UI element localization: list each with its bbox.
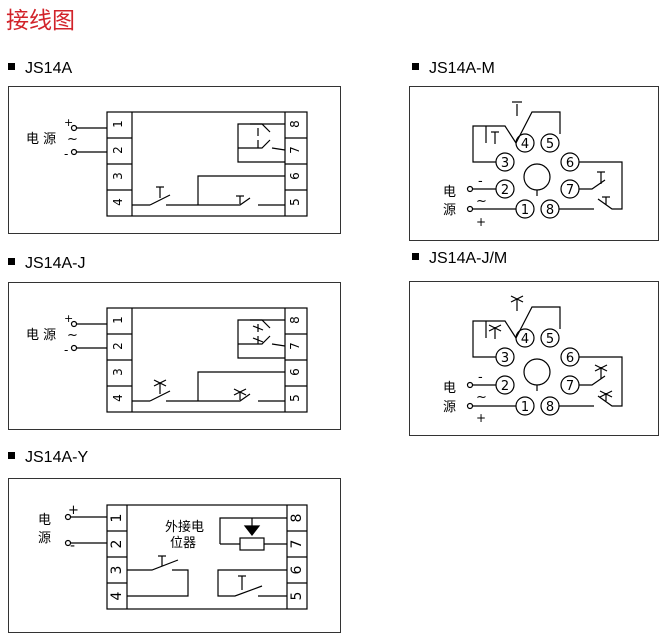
pin-1-label: 1 (521, 400, 529, 415)
terminal-5: 5 (288, 394, 302, 402)
pin-7-label: 7 (566, 183, 574, 198)
power-label: 电 源 (26, 328, 56, 343)
tilde-sign: ~ (476, 390, 487, 405)
terminal-2: 2 (111, 342, 125, 350)
socket-key (523, 358, 551, 386)
pin-1-label: 1 (521, 203, 529, 218)
section-title-js14a-jm: JS14A-J/M (412, 250, 507, 268)
terminal-8: 8 (289, 514, 305, 523)
section-title-js14a: JS14A (8, 60, 72, 78)
pin-7-label: 7 (566, 379, 574, 394)
external-pot-label-2: 位器 (170, 536, 196, 551)
pin-6-label: 6 (566, 351, 574, 366)
pin-4-label: 4 (521, 137, 529, 152)
pin-5 (540, 133, 560, 153)
terminal-6: 6 (289, 565, 305, 574)
plus-sign: + (68, 503, 79, 518)
diagram-js14a-j: 1 2 3 4 8 7 6 5 电 源 + ~ - (26, 307, 308, 413)
section-title-js14a-y: JS14A-Y (8, 449, 88, 467)
plus-sign: + (476, 215, 486, 229)
terminal-2: 2 (111, 146, 125, 154)
terminal-6: 6 (288, 172, 302, 180)
tilde-sign: ~ (67, 328, 78, 343)
power-label-2: 源 (38, 531, 51, 546)
pin-3-label: 3 (501, 156, 509, 171)
terminal-5: 5 (288, 198, 302, 206)
terminal-1: 1 (109, 514, 125, 523)
terminal-2: 2 (109, 540, 125, 549)
terminal-4: 4 (111, 394, 125, 402)
relay-body (106, 307, 308, 413)
terminal-7: 7 (288, 342, 302, 350)
pin-5-label: 5 (546, 137, 554, 152)
minus-sign: - (478, 174, 483, 189)
terminal-1: 1 (111, 316, 125, 324)
section-title-js14a-j: JS14A-J (8, 255, 85, 273)
power-label: 电 源 (26, 132, 56, 147)
power-label-1: 电 (443, 381, 456, 396)
plus-sign: + (476, 411, 486, 425)
plus-sign: + (64, 116, 73, 129)
terminal-5: 5 (289, 592, 305, 601)
power-label-2: 源 (443, 203, 456, 218)
power-label-1: 电 (443, 185, 456, 200)
terminal-8: 8 (288, 120, 302, 128)
terminal-4: 4 (111, 198, 125, 206)
diagram-js14a: 1 2 3 4 8 7 6 5 电 源 + ~ - (26, 111, 308, 217)
section-title-js14a-m: JS14A-M (412, 60, 495, 78)
pin-5-label: 5 (546, 332, 554, 347)
terminal-7: 7 (289, 540, 305, 549)
power-label-1: 电 (38, 513, 51, 528)
tilde-sign: ~ (476, 194, 487, 209)
terminal-1: 1 (111, 120, 125, 128)
relay-body (106, 504, 308, 610)
minus-sign: - (64, 343, 68, 357)
tilde-sign: ~ (67, 132, 78, 147)
page-title: 接线图 (6, 8, 75, 34)
relay-body (106, 111, 308, 217)
socket-key (523, 163, 551, 191)
plus-sign: + (64, 312, 73, 325)
power-label-2: 源 (443, 400, 456, 415)
pin-2-label: 2 (501, 183, 509, 198)
terminal-4: 4 (109, 591, 125, 600)
pin-5 (540, 328, 560, 348)
terminal-3: 3 (111, 368, 125, 376)
pin-3-label: 3 (501, 351, 509, 366)
pin-8-label: 8 (546, 203, 554, 218)
pin-4-label: 4 (521, 332, 529, 347)
minus-sign: - (478, 370, 483, 385)
terminal-3: 3 (109, 566, 125, 575)
pin-8-label: 8 (546, 400, 554, 415)
panel-js14a-y (8, 478, 341, 633)
terminal-6: 6 (288, 368, 302, 376)
diagram-js14a-m: 4 5 3 6 2 7 1 8 电 源 - ~ + (443, 101, 623, 229)
terminal-3: 3 (111, 172, 125, 180)
pin-2-label: 2 (501, 379, 509, 394)
external-pot-label-1: 外接电 (165, 519, 204, 535)
minus-sign: - (64, 147, 68, 161)
pin-6-label: 6 (566, 156, 574, 171)
diagram-js14a-jm: 4 5 3 6 2 7 1 8 电 源 - ~ + (443, 295, 623, 425)
diagram-js14a-y: 1 2 3 4 8 7 6 5 电 源 + - 外接电 位器 (38, 503, 308, 610)
terminal-7: 7 (288, 146, 302, 154)
terminal-8: 8 (288, 316, 302, 324)
minus-sign: - (70, 538, 75, 554)
